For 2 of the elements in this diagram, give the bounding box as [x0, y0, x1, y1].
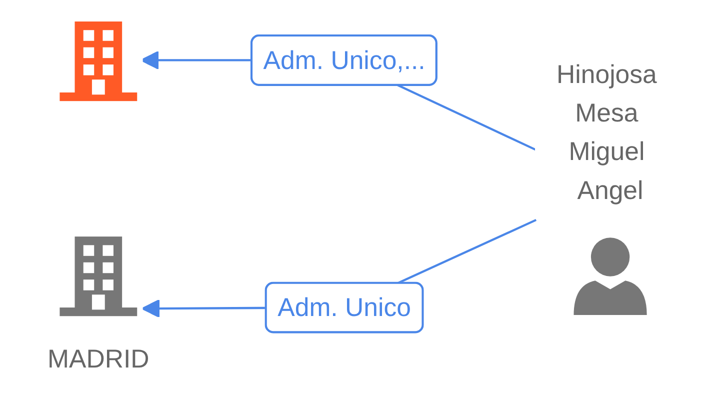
edge-label: Adm. Unico [264, 282, 424, 334]
edge-label: Adm. Unico,... [250, 34, 438, 86]
